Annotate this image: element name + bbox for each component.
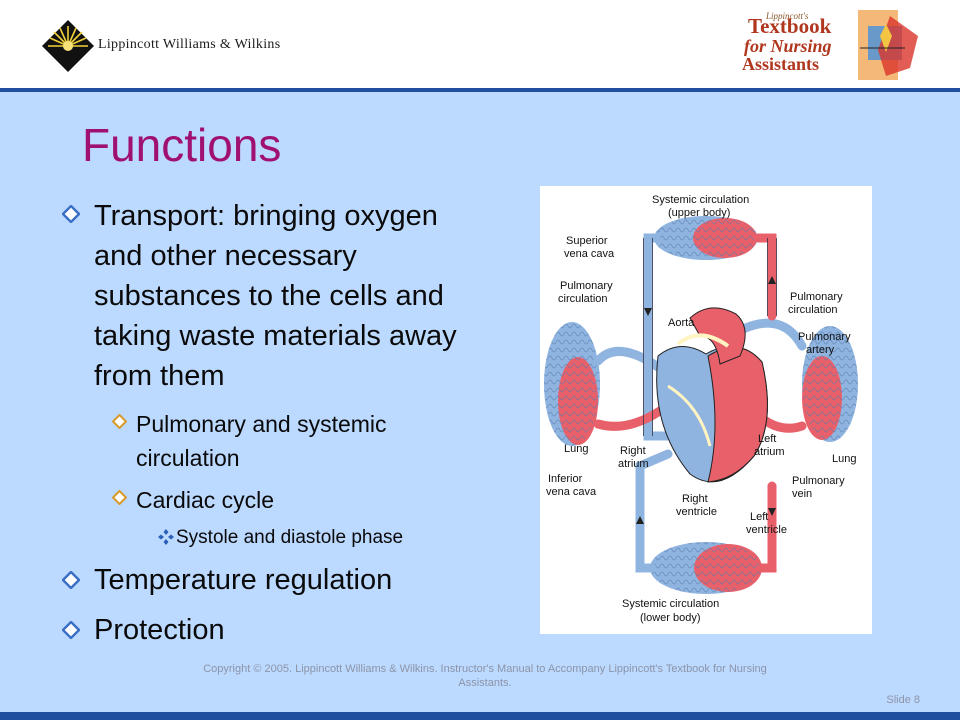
upper-capillary-bed — [654, 216, 758, 260]
sub-sub-bullet: Systole and diastole phase — [176, 527, 404, 548]
diagram-label: circulation — [788, 304, 838, 316]
diagram-label: Right — [682, 493, 708, 505]
publisher-name: Lippincott Williams & Wilkins — [98, 37, 281, 52]
diagram-label: Inferior — [548, 473, 583, 485]
diagram-label: Superior — [566, 235, 608, 247]
diamond-bullet-icon — [62, 621, 80, 639]
slide-header: Lippincott Williams & Wilkins Lippincott… — [0, 0, 960, 92]
four-diamond-bullet-icon — [158, 529, 174, 545]
sub-bullet-line: Pulmonary and systemic — [136, 411, 387, 437]
diagram-label: artery — [806, 344, 835, 356]
diagram-label: Systemic circulation — [622, 598, 719, 610]
sub-bullet-line: circulation — [136, 445, 240, 471]
diagram-label: ventricle — [676, 506, 717, 518]
book-logo: Lippincott's Textbook for Nursing Assist… — [740, 6, 930, 86]
diagram-label: Right — [620, 445, 646, 457]
footer-bar — [0, 712, 960, 720]
heart — [656, 307, 768, 483]
diagram-label: atrium — [618, 458, 649, 470]
diagram-label: atrium — [754, 446, 785, 458]
diagram-label: Pulmonary — [792, 475, 845, 487]
publisher-logo-icon — [42, 20, 94, 72]
left-lung — [544, 322, 600, 446]
diamond-subbullet-icon — [112, 414, 127, 429]
diagram-label: vena cava — [546, 486, 597, 498]
bullet-line: from them — [94, 360, 225, 392]
diagram-label: Pulmonary — [790, 291, 843, 303]
diagram-label: vein — [792, 488, 812, 500]
sub-bullet-line: Cardiac cycle — [136, 487, 275, 513]
lower-capillary-bed — [650, 542, 762, 594]
circulation-diagram: Systemic circulation (upper body) Superi… — [540, 186, 872, 634]
bullet-line: and other necessary — [94, 240, 357, 272]
diagram-label: (upper body) — [668, 207, 730, 219]
diagram-label: Lung — [832, 453, 856, 465]
copyright-notice: Copyright © 2005. Lippincott Williams & … — [120, 662, 850, 690]
bullet-line: Protection — [94, 614, 225, 646]
diagram-label: Aorta — [668, 317, 695, 329]
diagram-label: Left — [758, 433, 776, 445]
slide-number: Slide 8 — [886, 694, 920, 706]
diagram-label: Lung — [564, 443, 588, 455]
copyright-line: Copyright © 2005. Lippincott Williams & … — [203, 663, 767, 675]
diagram-label: vena cava — [564, 248, 615, 260]
diagram-label: Systemic circulation — [652, 194, 749, 206]
bullet-line: Temperature regulation — [94, 564, 393, 596]
book-title-line: Textbook — [748, 14, 832, 38]
diagram-label: Left — [750, 511, 768, 523]
bullet-line: Transport: bringing oxygen — [94, 200, 438, 232]
diagram-label: Pulmonary — [798, 331, 851, 343]
diagram-label: circulation — [558, 293, 608, 305]
copyright-line: Assistants. — [458, 677, 512, 689]
diamond-bullet-icon — [62, 571, 80, 589]
book-title-line: for Nursing — [744, 36, 832, 56]
flow-arrows — [636, 276, 776, 524]
book-title-small: Lippincott's — [766, 11, 809, 21]
header-divider — [0, 88, 960, 92]
diagram-label: (lower body) — [640, 612, 701, 624]
bullet-line: taking waste materials away — [94, 320, 457, 352]
book-logo-art-icon — [858, 10, 918, 80]
diamond-bullet-icon — [62, 205, 80, 223]
right-lung — [802, 326, 858, 442]
diagram-label: Pulmonary — [560, 280, 613, 292]
book-title-line: Assistants — [742, 54, 820, 74]
diamond-subbullet-icon — [112, 490, 127, 505]
slide-title: Functions — [82, 119, 282, 171]
bullet-line: substances to the cells and — [94, 280, 444, 312]
diagram-label: ventricle — [746, 524, 787, 536]
